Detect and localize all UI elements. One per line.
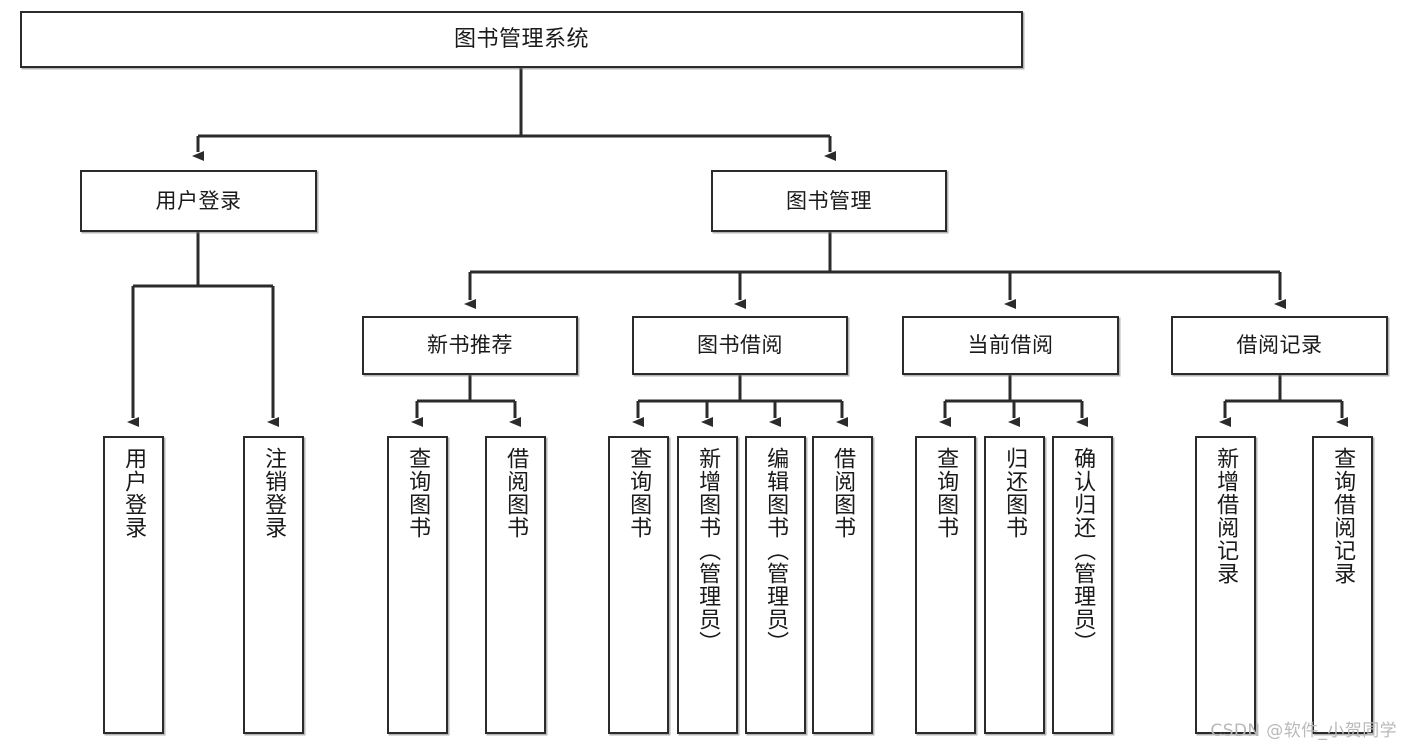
node-leaf-confirm-return[interactable]: 确认归还（管理员） — [1052, 436, 1113, 734]
node-new-book-recommend[interactable]: 新书推荐 — [362, 316, 578, 375]
node-user-login[interactable]: 用户登录 — [80, 170, 317, 232]
node-leaf-add-borrow-record[interactable]: 新增借阅记录 — [1195, 436, 1256, 734]
node-root-label: 图书管理系统 — [453, 26, 589, 52]
node-current-borrow-label: 当前借阅 — [967, 333, 1054, 358]
node-leaf-confirm-return-label: 确认归还（管理员） — [1070, 447, 1096, 654]
node-book-borrow[interactable]: 图书借阅 — [632, 316, 848, 375]
node-leaf-query-borrow-record-label: 查询借阅记录 — [1330, 447, 1356, 585]
node-leaf-query-book-current[interactable]: 查询图书 — [915, 436, 976, 734]
node-leaf-edit-book[interactable]: 编辑图书（管理员） — [745, 436, 806, 734]
node-root[interactable]: 图书管理系统 — [20, 11, 1023, 68]
node-book-management[interactable]: 图书管理 — [711, 170, 947, 232]
node-leaf-user-logout[interactable]: 注销登录 — [243, 436, 304, 734]
node-new-book-recommend-label: 新书推荐 — [427, 333, 513, 358]
node-leaf-borrow-book-label: 借阅图书 — [830, 447, 856, 539]
node-leaf-query-book-new[interactable]: 查询图书 — [387, 436, 448, 734]
node-leaf-borrow-book-new[interactable]: 借阅图书 — [485, 436, 546, 734]
node-leaf-user-login[interactable]: 用户登录 — [103, 436, 164, 734]
node-leaf-query-book-new-label: 查询图书 — [405, 447, 431, 539]
node-book-management-label: 图书管理 — [786, 188, 872, 213]
node-leaf-borrow-book[interactable]: 借阅图书 — [812, 436, 873, 734]
node-leaf-query-book-current-label: 查询图书 — [933, 447, 959, 539]
node-leaf-add-book[interactable]: 新增图书（管理员） — [677, 436, 738, 734]
node-leaf-return-book-label: 归还图书 — [1002, 447, 1028, 539]
node-borrow-records-label: 借阅记录 — [1236, 333, 1323, 358]
node-book-borrow-label: 图书借阅 — [697, 333, 783, 358]
node-leaf-query-book-borrow[interactable]: 查询图书 — [608, 436, 669, 734]
node-leaf-user-login-label: 用户登录 — [121, 447, 147, 539]
node-current-borrow[interactable]: 当前借阅 — [902, 316, 1119, 375]
node-user-login-label: 用户登录 — [155, 188, 242, 213]
node-leaf-query-book-borrow-label: 查询图书 — [626, 447, 652, 539]
node-leaf-edit-book-label: 编辑图书（管理员） — [763, 447, 789, 654]
node-leaf-borrow-book-new-label: 借阅图书 — [503, 447, 529, 539]
node-leaf-user-logout-label: 注销登录 — [261, 447, 287, 539]
node-leaf-return-book[interactable]: 归还图书 — [984, 436, 1045, 734]
node-leaf-add-book-label: 新增图书（管理员） — [695, 447, 721, 654]
node-borrow-records[interactable]: 借阅记录 — [1171, 316, 1388, 375]
node-leaf-add-borrow-record-label: 新增借阅记录 — [1213, 447, 1239, 585]
node-leaf-query-borrow-record[interactable]: 查询借阅记录 — [1312, 436, 1373, 734]
